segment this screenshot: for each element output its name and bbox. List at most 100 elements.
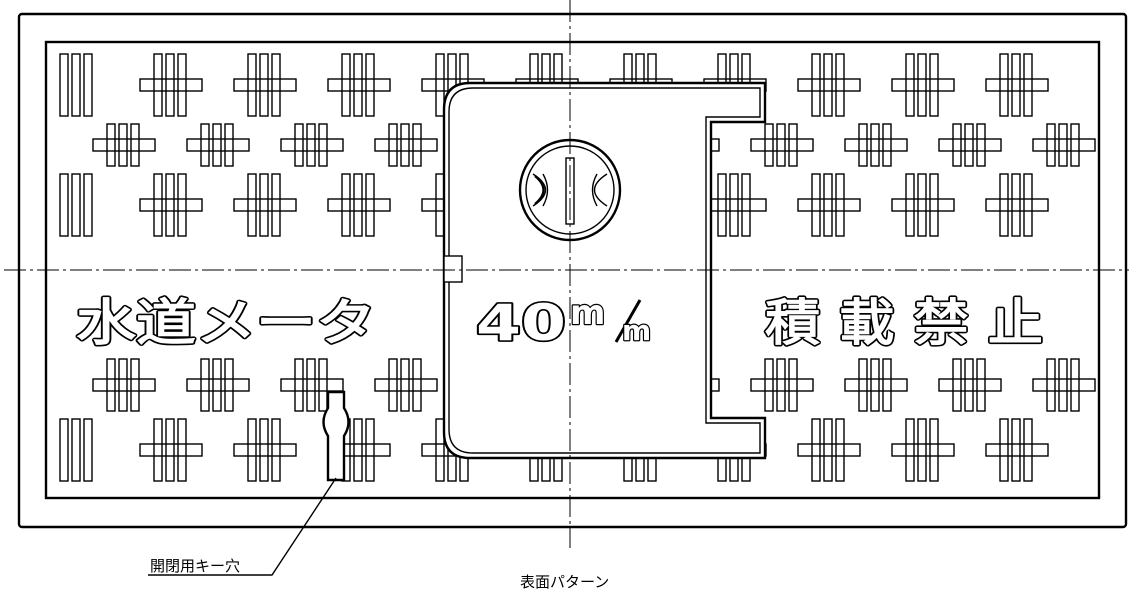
pattern-bar	[929, 53, 939, 117]
pattern-bar	[1011, 53, 1021, 117]
pattern-bar	[153, 173, 163, 237]
pattern-bar	[999, 53, 1009, 117]
pattern-bar	[905, 418, 915, 482]
pattern-bar	[776, 123, 786, 167]
pattern-bar	[985, 198, 1049, 212]
pattern-bar	[271, 53, 281, 117]
pattern-bar	[118, 358, 128, 412]
pattern-bar	[280, 378, 344, 392]
pattern-bar	[891, 443, 955, 457]
surface-text-unit-top: m	[570, 293, 605, 333]
pattern-bar	[835, 173, 845, 237]
pattern-bar	[165, 418, 175, 482]
pattern-bar	[294, 123, 304, 167]
pattern-bar	[306, 358, 316, 412]
pattern-bar	[259, 418, 269, 482]
pattern-bar	[882, 123, 892, 167]
surface-text-unit-bottom: m	[622, 314, 651, 347]
pattern-bar	[835, 418, 845, 482]
pattern-bar	[985, 443, 1049, 457]
pattern-bar	[200, 123, 210, 167]
pattern-bar	[224, 123, 234, 167]
key-hole-label: 開閉用キー穴	[150, 557, 240, 575]
pattern-bar	[764, 358, 774, 412]
pattern-bar	[280, 138, 344, 152]
pattern-bar	[1046, 358, 1056, 412]
pattern-bar	[929, 418, 939, 482]
pattern-bar	[71, 53, 81, 117]
pattern-bar	[964, 358, 974, 412]
pattern-bar	[341, 173, 351, 237]
pattern-bar	[938, 378, 1002, 392]
key-hole-icon	[322, 390, 350, 482]
pattern-bar	[71, 418, 81, 482]
pattern-bar	[318, 358, 328, 412]
pattern-bar	[435, 418, 445, 482]
pattern-bar	[905, 53, 915, 117]
pattern-bar	[233, 78, 297, 92]
pattern-bar	[835, 53, 845, 117]
pattern-bar	[83, 173, 93, 237]
pattern-bar	[717, 173, 727, 237]
pattern-bar	[153, 418, 163, 482]
pattern-bar	[412, 358, 422, 412]
pattern-bar	[247, 418, 257, 482]
key-hole-leader-line	[148, 477, 337, 576]
pattern-bar	[1058, 123, 1068, 167]
pattern-bar	[1023, 418, 1033, 482]
pattern-bar	[811, 53, 821, 117]
pattern-bar	[294, 358, 304, 412]
pattern-bar	[106, 358, 116, 412]
surface-text-water-meter: 水道メータ	[76, 294, 376, 352]
pattern-bar	[365, 53, 375, 117]
pattern-bar	[929, 173, 939, 237]
pattern-bar	[353, 53, 363, 117]
pattern-bar	[435, 53, 445, 117]
pattern-bar	[1070, 358, 1080, 412]
pattern-bar	[259, 53, 269, 117]
pattern-bar	[83, 418, 93, 482]
pattern-bar	[118, 123, 128, 167]
pattern-bar	[917, 173, 927, 237]
pattern-bar	[71, 173, 81, 237]
pattern-bar	[153, 53, 163, 117]
pattern-bar	[412, 123, 422, 167]
pattern-bar	[985, 78, 1049, 92]
pattern-bar	[233, 198, 297, 212]
pattern-bar	[917, 418, 927, 482]
pattern-bar	[271, 173, 281, 237]
pattern-bar	[870, 358, 880, 412]
pattern-bar	[224, 358, 234, 412]
pattern-bar	[353, 418, 363, 482]
pattern-bar	[388, 123, 398, 167]
pattern-bar	[999, 173, 1009, 237]
pattern-bar	[844, 138, 908, 152]
pattern-bar	[1070, 123, 1080, 167]
pattern-bar	[905, 173, 915, 237]
pattern-bar	[797, 443, 861, 457]
pattern-bar	[165, 53, 175, 117]
pattern-bar	[318, 123, 328, 167]
pattern-bar	[844, 378, 908, 392]
pattern-bar	[374, 378, 438, 392]
pattern-bar	[882, 358, 892, 412]
pattern-bar	[788, 123, 798, 167]
pattern-bar	[788, 358, 798, 412]
pattern-bar	[952, 123, 962, 167]
pattern-bar	[858, 358, 868, 412]
pattern-bar	[776, 358, 786, 412]
unit-slash	[614, 299, 642, 343]
pattern-bar	[388, 358, 398, 412]
pattern-bar	[186, 138, 250, 152]
pattern-bar	[271, 418, 281, 482]
pattern-bar	[353, 173, 363, 237]
pattern-bar	[729, 173, 739, 237]
pattern-bar	[976, 358, 986, 412]
pattern-bar	[212, 123, 222, 167]
pattern-bar	[999, 418, 1009, 482]
pattern-bar	[400, 358, 410, 412]
pattern-bar	[891, 198, 955, 212]
pattern-bar	[259, 173, 269, 237]
pattern-bar	[106, 123, 116, 167]
